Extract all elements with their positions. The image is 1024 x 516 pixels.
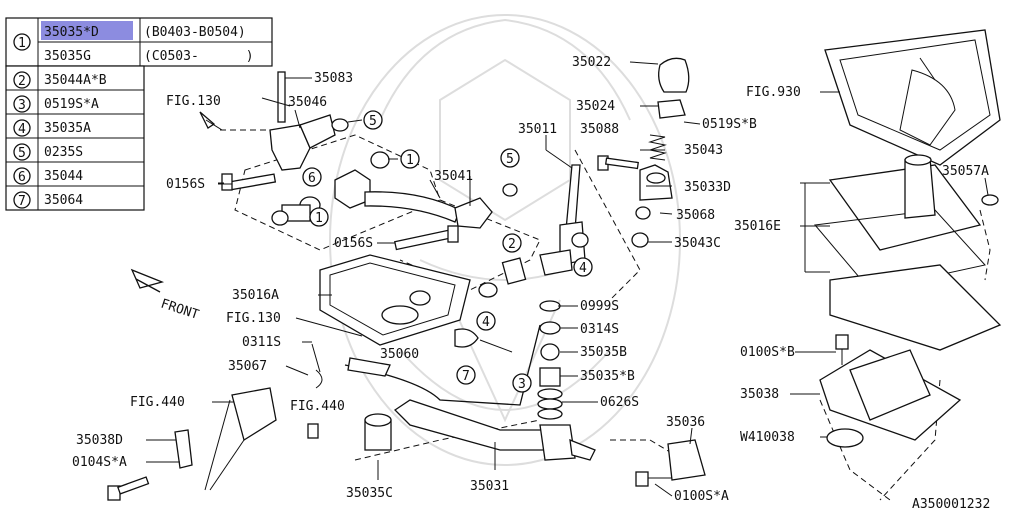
legend-part-number: 0519S*A [44,97,99,112]
callout-c3: 3 [512,373,532,393]
label-w410038: W410038 [740,430,795,445]
callout-c4b: 4 [573,257,593,277]
label-35031: 35031 [470,479,509,494]
label-0311s: 0311S [242,335,281,350]
label-35088: 35088 [580,122,619,137]
label-0626s: 0626S [600,395,639,410]
legend-num: 5 [18,146,26,161]
legend-num-circle [13,71,31,89]
label-fig930: FIG.930 [746,85,801,100]
leader-lines [146,91,989,497]
legend-part-number: 35035*D [44,25,99,40]
label-35035c: 35035C [346,486,393,501]
label-35036: 35036 [666,415,705,430]
legend-row: 5 0235S [13,143,83,161]
callout-c7: 7 [456,365,476,385]
label-35043c: 35043C [674,236,721,251]
label-0519sb: 0519S*B [702,117,757,132]
legend-row: 6 35044 [13,167,83,185]
svg-text:1: 1 [406,153,414,168]
svg-text:7: 7 [462,369,470,384]
legend-row: 35035G (C0503- ) [44,49,254,64]
label-35035b: 35035B [580,345,627,360]
callout-c5b: 5 [500,148,520,168]
label-0104sa: 0104S*A [72,455,127,470]
legend-part-number: 35044 [44,169,83,184]
label-0100sa: 0100S*A [674,489,729,504]
legend-row: 7 35064 [13,191,83,209]
label-35046: 35046 [288,95,327,110]
legend-part-number: 35044A*B [44,73,107,88]
label-35035sb: 35035*B [580,369,635,384]
callout-c4a: 4 [476,311,496,331]
callout-c1a: 1 [400,149,420,169]
callout-c6: 6 [302,167,322,187]
legend-part-number: 35064 [44,193,83,208]
legend-num: 1 [18,36,26,51]
svg-text:3: 3 [518,377,526,392]
label-35024: 35024 [576,99,615,114]
legend-num-circle [13,191,31,209]
label-fig130-lower: FIG.130 [226,311,281,326]
callout-c1b: 1 [309,207,329,227]
callout-c2: 2 [502,233,522,253]
legend-num-circle [13,143,31,161]
label-0156s-upper: 0156S [166,177,205,192]
label-0156s-lower: 0156S [334,236,373,251]
legend-num-circle [13,33,31,51]
legend-part-number: 0235S [44,145,83,160]
svg-text:1: 1 [315,211,323,226]
legend-part-number: 35035G [44,49,91,64]
label-35016a: 35016A [232,288,279,303]
svg-text:5: 5 [506,152,514,167]
legend-num: 3 [18,98,26,113]
legend-num-circle [13,167,31,185]
legend-serial-range: (C0503- ) [144,49,254,64]
svg-text:5: 5 [369,114,377,129]
label-35057a: 35057A [942,164,989,179]
label-35060: 35060 [380,347,419,362]
legend-serial-range: (B0403-B0504) [144,25,246,40]
svg-text:4: 4 [482,315,490,330]
label-0999s: 0999S [580,299,619,314]
legend-row: 4 35035A [13,119,91,137]
legend-row: 1 35035*D (B0403-B0504) [13,25,246,51]
legend-row: 2 35044A*B [13,71,107,89]
front-arrow-icon [130,268,165,293]
label-35011: 35011 [518,122,557,137]
diagram-id: A350001232 [912,497,990,512]
label-35068: 35068 [676,208,715,223]
legend-num-circle [13,95,31,113]
label-0100sb: 0100S*B [740,345,795,360]
label-fig440-left: FIG.440 [130,395,185,410]
legend-row: 3 0519S*A [13,95,99,113]
svg-text:2: 2 [508,237,516,252]
legend-num-circle [13,119,31,137]
legend-num: 2 [18,74,26,89]
callout-c5a: 5 [363,110,383,130]
label-35022: 35022 [572,55,611,70]
label-35038d: 35038D [76,433,123,448]
label-35067: 35067 [228,359,267,374]
label-fig130-upper: FIG.130 [166,94,221,109]
label-35016e: 35016E [734,219,781,234]
label-35038: 35038 [740,387,779,402]
svg-text:6: 6 [308,171,316,186]
legend-num: 6 [18,170,26,185]
label-0314s: 0314S [580,322,619,337]
front-label: FRONT [159,297,201,323]
legend-highlight-cell [41,21,133,40]
label-35041: 35041 [434,169,473,184]
svg-text:4: 4 [579,261,587,276]
label-35033d: 35033D [684,180,731,195]
label-35043: 35043 [684,143,723,158]
legend-part-number: 35035A [44,121,91,136]
label-35083: 35083 [314,71,353,86]
legend-num: 7 [18,194,26,209]
label-fig440-right: FIG.440 [290,399,345,414]
legend-num: 4 [18,122,26,137]
